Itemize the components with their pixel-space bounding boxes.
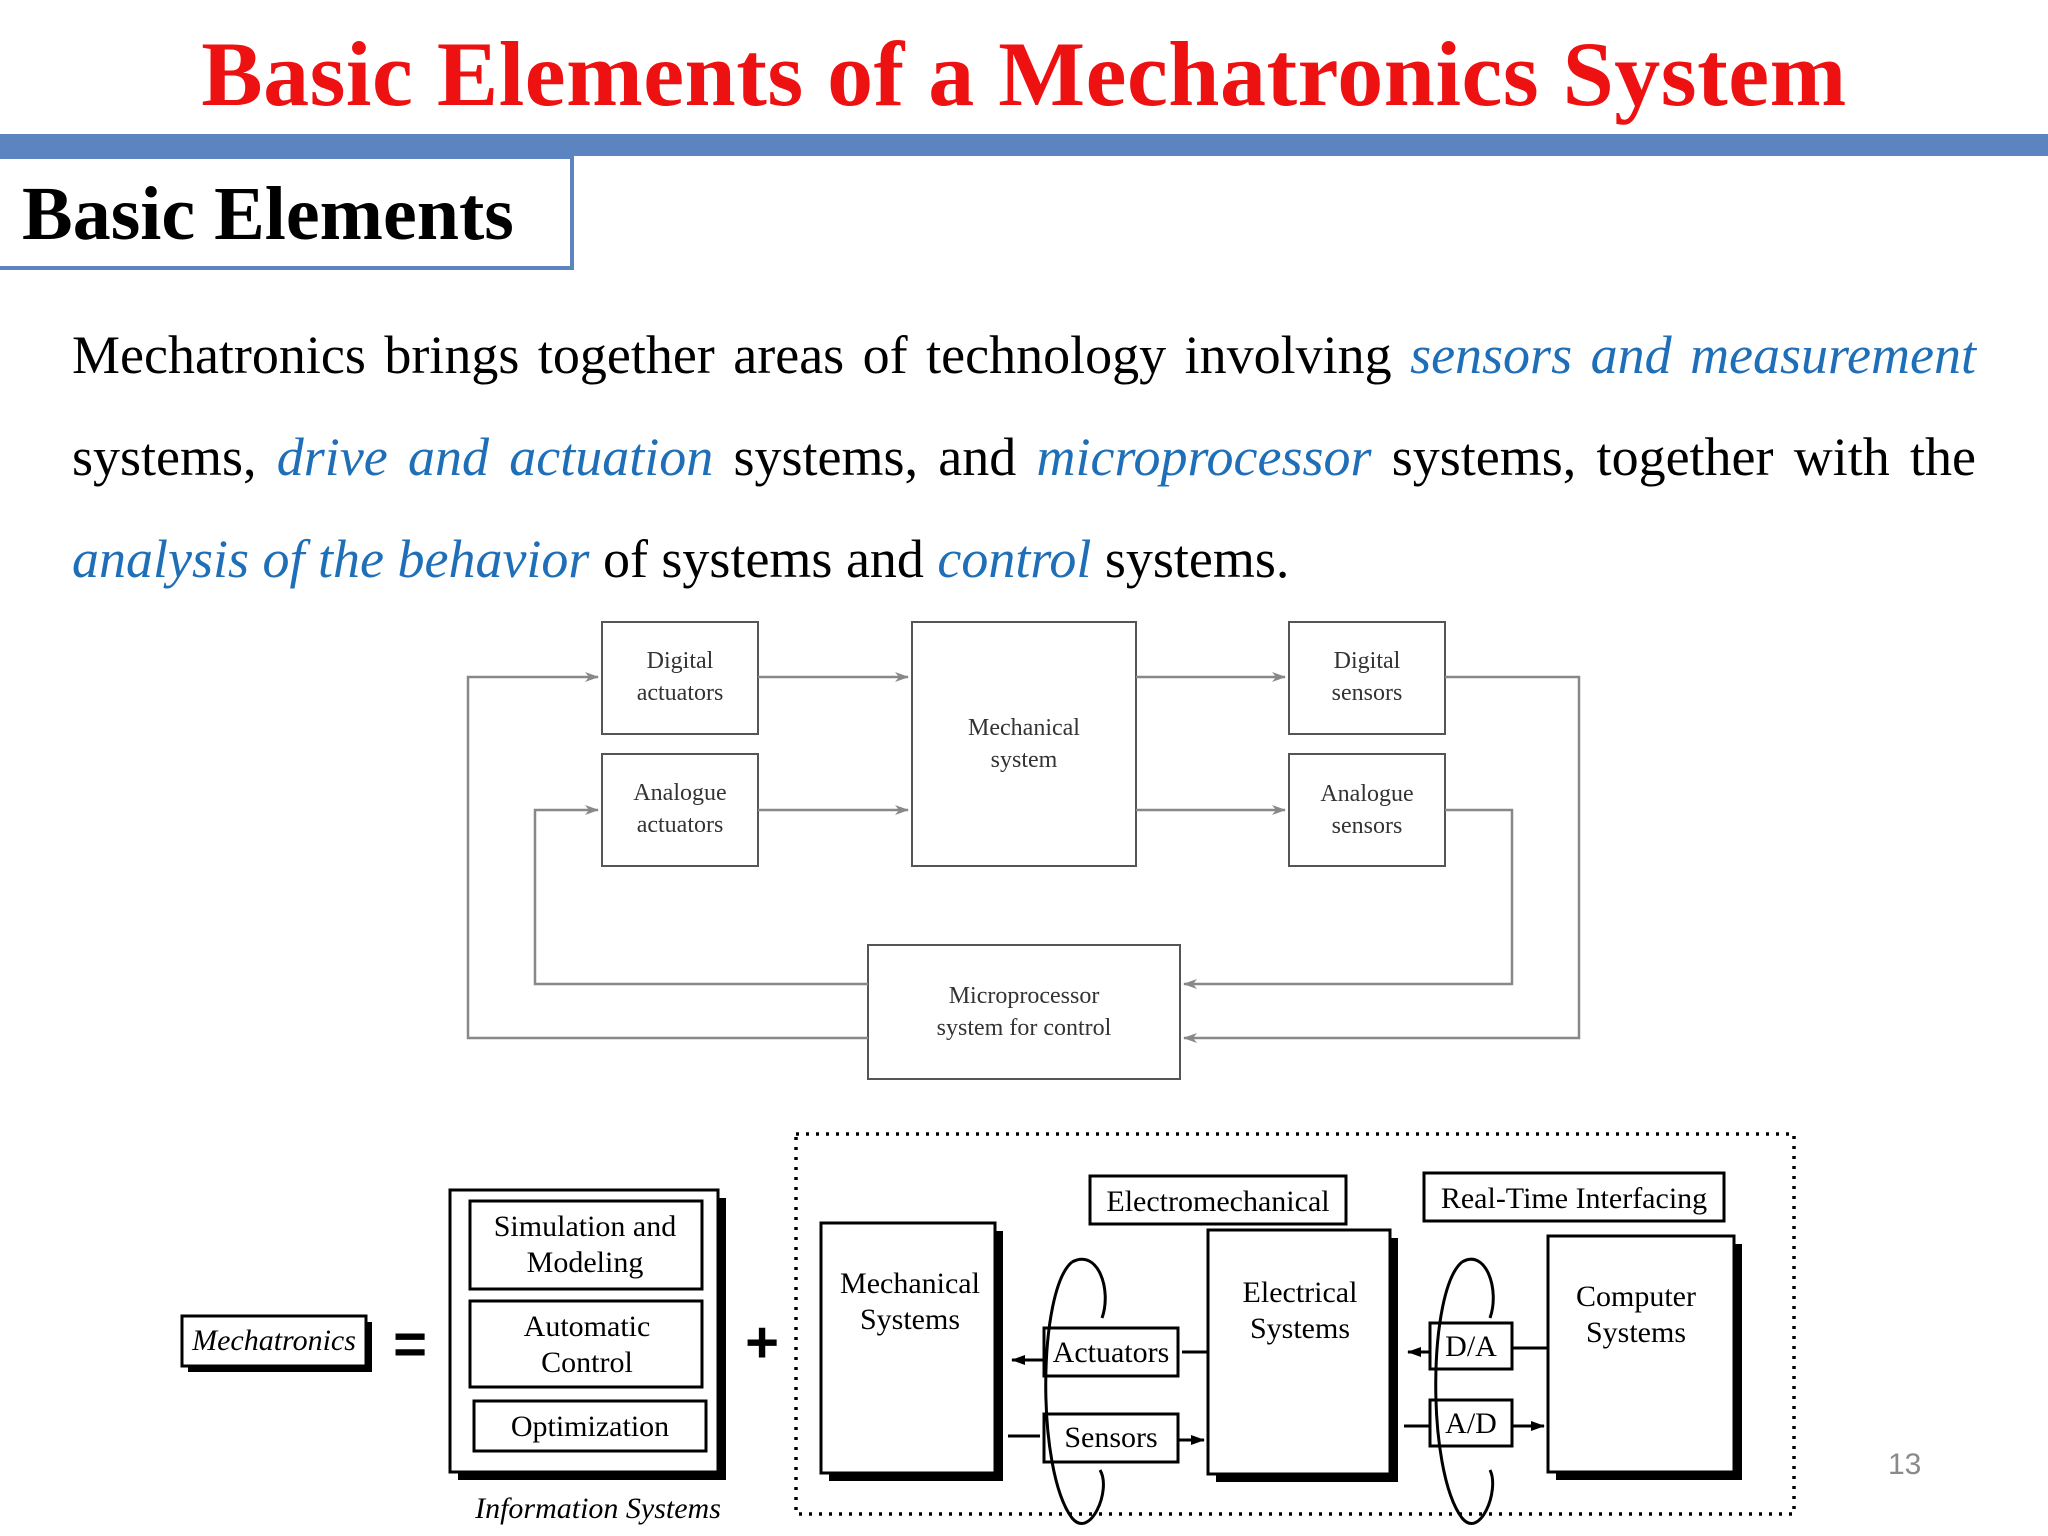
electromechanical-box [1088, 1174, 1348, 1226]
mechanical-systems-label-2: Systems [860, 1303, 960, 1336]
computer-systems-label-2: Systems [1586, 1316, 1686, 1349]
mechatronics-composition-diagram: Mechatronics = Simulation and Modeling A… [180, 1132, 1796, 1525]
microprocessor-label-1: Microprocessor [949, 983, 1100, 1009]
automatic-control-label-2: Control [541, 1346, 633, 1379]
interface-bracket-curve [1434, 1260, 1495, 1525]
mechanical-system-label-1: Mechanical [968, 715, 1080, 741]
loop-anasens-to-micro [1183, 808, 1514, 989]
interface-bracket-top [1461, 1257, 1495, 1319]
digital-actuators-box [601, 621, 759, 735]
digital-sensors-label-1: Digital [1334, 648, 1401, 674]
para-highlight-sensors: sensors and measurement [1410, 325, 1976, 385]
section-heading: Basic Elements [22, 172, 514, 256]
mechatronics-label: Mechatronics [191, 1324, 356, 1357]
simulation-label-1: Simulation and [494, 1210, 677, 1243]
mechanical-systems-label-1: Mechanical [840, 1267, 980, 1300]
mechanical-system-box [911, 621, 1137, 867]
sensors-label: Sensors [1064, 1421, 1157, 1454]
optimization-label: Optimization [511, 1410, 669, 1443]
microprocessor-box [867, 944, 1181, 1080]
analogue-sensors-box [1288, 753, 1446, 867]
para-highlight-control: control [937, 529, 1092, 589]
automatic-control-label-1: Automatic [524, 1310, 651, 1343]
electrical-systems-box [1206, 1228, 1392, 1476]
mechatronics-box [180, 1314, 368, 1368]
electrical-systems-label-2: Systems [1250, 1312, 1350, 1345]
information-systems-caption: Information Systems [474, 1492, 721, 1525]
plus-sign: + [745, 1310, 779, 1375]
para-text-3: systems, and [713, 427, 1037, 487]
analogue-actuators-label-1: Analogue [633, 780, 726, 806]
mechanical-systems-box [819, 1221, 997, 1475]
real-time-label: Real-Time Interfacing [1441, 1182, 1707, 1215]
real-time-box [1422, 1171, 1726, 1223]
para-highlight-actuation: drive and actuation [276, 427, 714, 487]
automatic-control-box [468, 1299, 704, 1389]
electromechanical-label: Electromechanical [1106, 1185, 1329, 1218]
ad-box [1428, 1398, 1514, 1448]
optimization-box [472, 1399, 708, 1453]
simulation-box [468, 1199, 704, 1291]
analogue-sensors-label-2: sensors [1332, 813, 1403, 839]
electromechanical-bracket-curve [1044, 1260, 1105, 1525]
para-text-1: Mechatronics brings together areas of te… [72, 325, 1411, 385]
title-divider [0, 134, 2048, 156]
para-text-6: systems. [1091, 529, 1290, 589]
actuators-label: Actuators [1053, 1336, 1170, 1369]
equals-sign: = [393, 1312, 427, 1377]
para-text-5: of systems and [589, 529, 938, 589]
electromechanical-bracket-top [1071, 1257, 1107, 1319]
digital-sensors-label-2: sensors [1332, 680, 1403, 706]
digital-sensors-box [1288, 621, 1446, 735]
mechanical-system-label-2: system [991, 747, 1058, 773]
para-highlight-microprocessor: microprocessor [1036, 427, 1372, 487]
slide-title: Basic Elements of a Mechatronics System [201, 23, 1847, 125]
digital-actuators-label-2: actuators [637, 680, 724, 706]
loop-micro-to-digact [466, 672, 868, 1040]
ad-label: A/D [1445, 1407, 1497, 1440]
electrical-systems-label-1: Electrical [1243, 1276, 1358, 1309]
analogue-actuators-label-2: actuators [637, 812, 724, 838]
computer-systems-label-1: Computer [1576, 1280, 1696, 1313]
da-box [1428, 1321, 1514, 1371]
da-label: D/A [1445, 1330, 1497, 1363]
body-paragraph: Mechatronics brings together areas of te… [72, 304, 1976, 610]
microprocessor-label-2: system for control [937, 1015, 1112, 1041]
loop-digsens-to-micro [1183, 675, 1581, 1043]
para-text-4: systems, together with the [1371, 427, 1976, 487]
sensors-box [1042, 1412, 1180, 1464]
analogue-actuators-box [601, 753, 759, 867]
para-text-2: systems, [72, 427, 277, 487]
loop-micro-to-anaact [533, 805, 868, 986]
actuators-box [1042, 1326, 1180, 1378]
simulation-label-2: Modeling [527, 1246, 644, 1279]
slide-number: 13 [1888, 1448, 1922, 1481]
para-highlight-analysis: analysis of the behavior [72, 529, 590, 589]
digital-actuators-label-1: Digital [647, 648, 714, 674]
analogue-sensors-label-1: Analogue [1320, 781, 1413, 807]
computer-systems-box [1546, 1234, 1736, 1474]
section-box [0, 155, 574, 270]
